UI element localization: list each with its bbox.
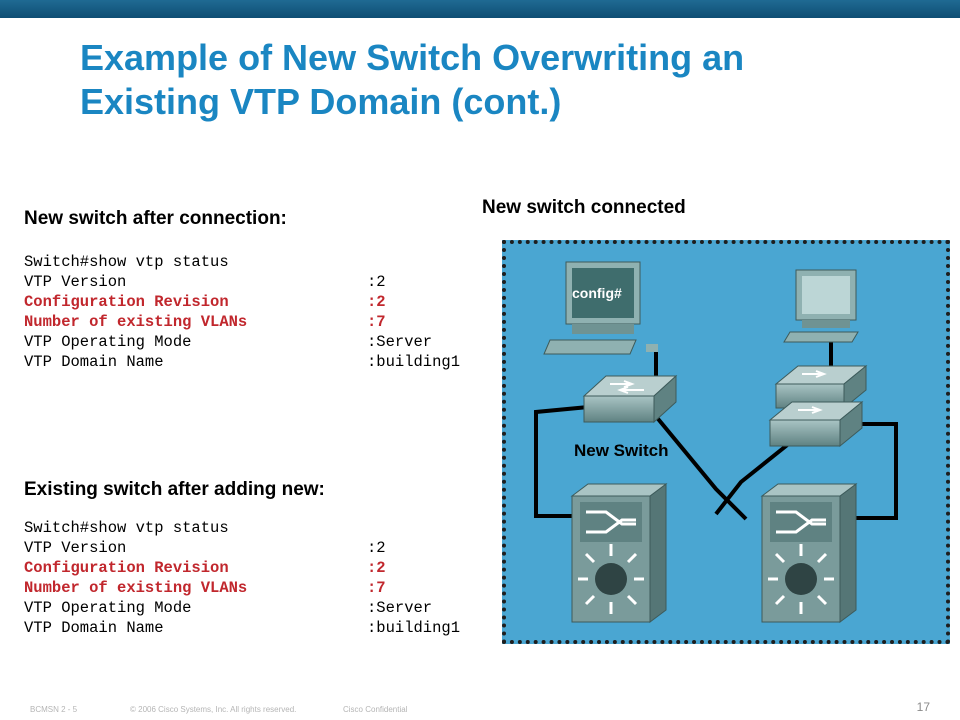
link-left (534, 402, 621, 518)
vtp-row: Number of existing VLANs :7 (24, 312, 460, 332)
topology-svg: config# New Swit (534, 261, 898, 623)
pc-right (783, 269, 859, 343)
vtp-row-value: :2 (367, 539, 386, 557)
vtp-row: Configuration Revision :2 (24, 292, 460, 312)
page-number: 17 (916, 700, 930, 714)
vtp-row-value: :7 (367, 579, 386, 597)
title-line-1: Example of New Switch Overwriting an (80, 37, 745, 78)
vtp-row-value: :building1 (367, 353, 461, 371)
vtp-row-value: :2 (367, 273, 386, 291)
vtp-row-value: :7 (367, 313, 386, 331)
vtp-row-value: :Server (367, 333, 433, 351)
vtp-row: VTP Operating Mode :Server (24, 332, 460, 352)
vtp-row: VTP Version :2 (24, 538, 460, 558)
footer-copyright: © 2006 Cisco Systems, Inc. All rights re… (130, 705, 297, 714)
monitor-text: config# (572, 285, 622, 301)
keyboard-left (543, 339, 637, 355)
keyboard-right (783, 331, 859, 343)
pc-base-left (572, 324, 634, 334)
command-line: Switch#show vtp status (24, 519, 229, 537)
command-line: Switch#show vtp status (24, 253, 229, 271)
vtp-row-value: :Server (367, 599, 433, 617)
vtp-row-label: VTP Version (24, 273, 127, 291)
diagram-heading: New switch connected (482, 197, 686, 218)
top-banner (0, 0, 960, 18)
vtp-row: Number of existing VLANs :7 (24, 578, 460, 598)
vtp-row-label: Configuration Revision (24, 559, 229, 577)
existing-switch-stack (768, 364, 868, 448)
vtp-row-label: Configuration Revision (24, 293, 229, 311)
footer-course: BCMSN 2 - 5 (30, 705, 78, 714)
link-right (842, 422, 898, 520)
vtp-row-label: VTP Version (24, 539, 127, 557)
link-cross-1 (652, 412, 748, 521)
pc-base-right (802, 320, 850, 328)
vtp-row-value: :building1 (367, 619, 461, 637)
vtp-row: Configuration Revision :2 (24, 558, 460, 578)
vtp-row-value: :2 (367, 293, 386, 311)
multilayer-switch-left (570, 483, 668, 623)
vtp-row: VTP Domain Name :building1 (24, 352, 460, 372)
multilayer-switch-right (760, 483, 858, 623)
vtp-row-label: VTP Operating Mode (24, 599, 192, 617)
new-switch-heading: New switch after connection: (24, 208, 287, 229)
new-switch-label: New Switch (574, 441, 668, 460)
title-line-2: Existing VTP Domain (cont.) (80, 81, 562, 122)
monitor-screen-right (802, 276, 850, 314)
vtp-row: VTP Version :2 (24, 272, 460, 292)
mouse-left (646, 344, 658, 352)
vtp-row-value: :2 (367, 559, 386, 577)
slide-title: Example of New Switch Overwriting an Exi… (80, 36, 940, 124)
vtp-row: VTP Domain Name :building1 (24, 618, 460, 638)
vtp-row-label: Number of existing VLANs (24, 313, 248, 331)
footer-confidential: Cisco Confidential (343, 705, 408, 714)
vtp-row-label: VTP Domain Name (24, 619, 164, 637)
network-diagram: config# New Swit (502, 240, 950, 644)
vtp-row-label: VTP Operating Mode (24, 333, 192, 351)
vtp-row-label: Number of existing VLANs (24, 579, 248, 597)
new-switch-device (582, 374, 678, 424)
vtp-row-label: VTP Domain Name (24, 353, 164, 371)
existing-switch-heading: Existing switch after adding new: (24, 479, 325, 500)
pc-left: config# (543, 261, 658, 355)
monitor-screen-left (572, 268, 634, 318)
vtp-row: VTP Operating Mode :Server (24, 598, 460, 618)
